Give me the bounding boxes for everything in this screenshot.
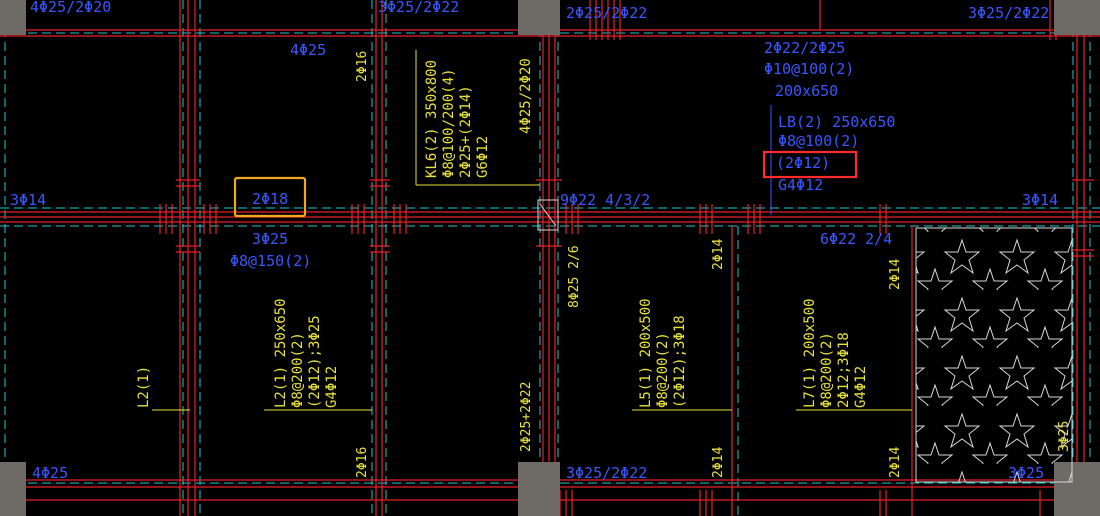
label-3phi14-right: 3Φ14 <box>1022 191 1058 209</box>
column <box>0 462 26 516</box>
l7-line3: 2Φ12;3Φ18 <box>836 332 852 408</box>
annotation-l2: L2(1) 250x650 Φ8@200(2) (2Φ12);3Φ25 G4Φ1… <box>273 298 340 408</box>
lb-line4: G4Φ12 <box>778 176 823 194</box>
label-4phi25-bottom: 4Φ25 <box>32 464 68 482</box>
label-top-mid: 3Φ25/2Φ22 <box>378 0 459 16</box>
label-top-left: 4Φ25/2Φ20 <box>30 0 111 16</box>
label-2phi18: 2Φ18 <box>252 190 288 208</box>
label-2phi22-2phi25: 2Φ22/2Φ25 <box>764 39 845 57</box>
label-200x650: 200x650 <box>775 82 838 100</box>
annotation-l5: L5(1) 200x500 Φ8@200(2) (2Φ12);3Φ18 <box>638 298 688 408</box>
column <box>0 0 26 35</box>
hatched-slab-area <box>915 227 1073 483</box>
label-top-right-b: 3Φ25/2Φ22 <box>968 4 1049 22</box>
orange-highlight-box <box>233 176 307 218</box>
label-2phi14-a: 2Φ14 <box>711 239 726 270</box>
l5-line2: Φ8@200(2) <box>655 332 671 408</box>
label-2phi14-c: 2Φ14 <box>711 447 726 478</box>
label-9phi22: 9Φ22 4/3/2 <box>560 191 650 209</box>
label-3phi25-right: 3Φ25 <box>1057 421 1072 452</box>
label-3phi14-left: 3Φ14 <box>10 191 46 209</box>
label-4phi25-top: 4Φ25 <box>290 41 326 59</box>
label-2phi14-d: 2Φ14 <box>888 447 903 478</box>
label-6phi22: 6Φ22 2/4 <box>820 230 892 248</box>
label-2phi16-top: 2Φ16 <box>355 51 370 82</box>
kl6-line3: 2Φ25+(2Φ14) <box>458 85 474 178</box>
annotation-kl6: KL6(2) 350x800 Φ8@100/200(4) 2Φ25+(2Φ14)… <box>424 60 491 178</box>
annotation-l7: L7(1) 200x500 Φ8@200(2) 2Φ12;3Φ18 G4Φ12 <box>802 298 869 408</box>
column <box>518 462 560 516</box>
l2-line1: L2(1) 250x650 <box>273 298 289 408</box>
label-4phi25-2phi20: 4Φ25/2Φ20 <box>518 58 534 134</box>
red-highlight-box <box>762 150 858 179</box>
label-2phi25-2phi22: 2Φ25+2Φ22 <box>519 382 534 452</box>
label-phi8-150: Φ8@150(2) <box>230 252 311 270</box>
column <box>518 0 560 35</box>
label-top-right-a: 2Φ25/2Φ22 <box>566 4 647 22</box>
label-2phi14-b: 2Φ14 <box>888 259 903 290</box>
l7-line4: G4Φ12 <box>853 366 869 408</box>
label-3phi25-under: 3Φ25 <box>252 230 288 248</box>
leader-lines <box>152 50 912 411</box>
label-l2-small: L2(1) <box>136 366 152 408</box>
label-3phi25-2phi22-bottom: 3Φ25/2Φ22 <box>566 464 647 482</box>
lb-line1: LB(2) 250x650 <box>778 113 895 131</box>
label-3phi25-bottom-right: 3Φ25 <box>1008 464 1044 482</box>
label-8phi25: 8Φ25 2/6 <box>567 245 582 308</box>
kl6-line4: G6Φ12 <box>475 136 491 178</box>
kl6-line1: KL6(2) 350x800 <box>424 60 440 178</box>
l7-line1: L7(1) 200x500 <box>802 298 818 408</box>
lb-line3: (2Φ12) <box>776 154 830 172</box>
stirrup-ticks <box>159 0 1094 516</box>
kl6-line2: Φ8@100/200(4) <box>441 68 457 178</box>
l2-line4: G4Φ12 <box>324 366 340 408</box>
l7-line2: Φ8@200(2) <box>819 332 835 408</box>
l2-line2: Φ8@200(2) <box>290 332 306 408</box>
label-phi10-100: Φ10@100(2) <box>764 60 854 78</box>
l5-line3: (2Φ12);3Φ18 <box>672 315 688 408</box>
l2-line3: (2Φ12);3Φ25 <box>307 315 323 408</box>
column <box>1054 0 1100 35</box>
label-2phi16-bottom: 2Φ16 <box>355 447 370 478</box>
l5-line1: L5(1) 200x500 <box>638 298 654 408</box>
lb-line2: Φ8@100(2) <box>778 132 859 150</box>
joint-detail <box>537 199 559 231</box>
